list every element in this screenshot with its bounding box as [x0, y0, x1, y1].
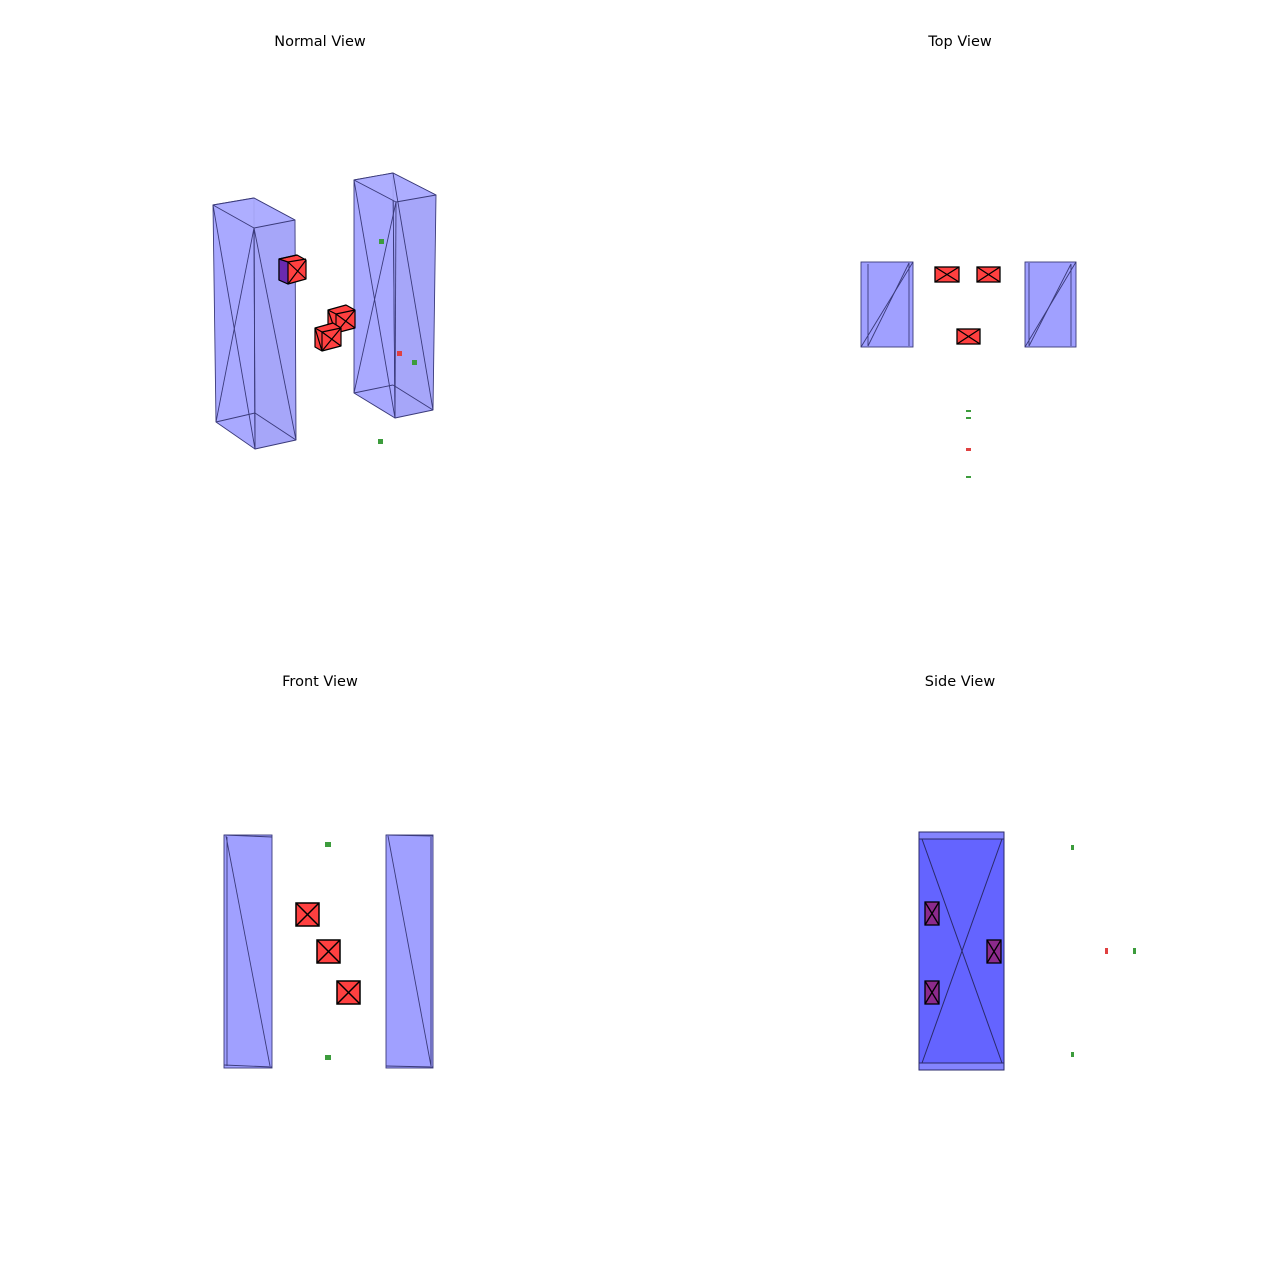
- box-a-front: [295, 902, 320, 927]
- front-view-title: Front View: [282, 674, 358, 690]
- top-view-title: Top View: [927, 34, 992, 50]
- box-a-top: [934, 266, 960, 283]
- red-marker-side: [1105, 948, 1108, 954]
- box-c-3d: [314, 322, 342, 352]
- box-b-side: [986, 939, 1002, 964]
- box-a-side: [924, 901, 940, 926]
- box-c-side: [924, 980, 940, 1005]
- box-b-top: [976, 266, 1001, 283]
- green-marker-side: [1133, 948, 1136, 954]
- left-pillar-top: [860, 261, 914, 348]
- green-marker-3d: [379, 239, 384, 244]
- box-a-3d: [278, 254, 307, 285]
- right-pillar-3d: [353, 172, 437, 419]
- box-c-front: [336, 980, 361, 1005]
- red-marker-3d: [397, 351, 402, 356]
- right-pillar-top: [1024, 261, 1077, 348]
- red-marker-top: [966, 448, 971, 451]
- right-pillar-front: [385, 834, 434, 1069]
- box-c-top: [956, 328, 981, 345]
- green-marker-front: [325, 842, 331, 847]
- top-view-panel: [860, 261, 1077, 478]
- green-marker-front: [325, 1055, 331, 1060]
- front-view-panel: [223, 834, 434, 1069]
- green-marker-top: [966, 476, 971, 478]
- green-marker-3d: [412, 360, 417, 365]
- green-marker-top: [966, 417, 971, 419]
- left-pillar-front: [223, 834, 273, 1069]
- side-view-panel: [918, 831, 1136, 1071]
- normal-view-title: Normal View: [274, 34, 366, 50]
- normal-view-panel: [212, 172, 437, 450]
- green-marker-top: [966, 410, 971, 412]
- box-b-front: [316, 939, 341, 964]
- green-marker-side: [1071, 1052, 1074, 1057]
- left-pillar-3d: [212, 197, 297, 450]
- green-marker-side: [1071, 845, 1074, 850]
- green-marker-3d: [378, 439, 383, 444]
- side-view-title: Side View: [925, 674, 996, 690]
